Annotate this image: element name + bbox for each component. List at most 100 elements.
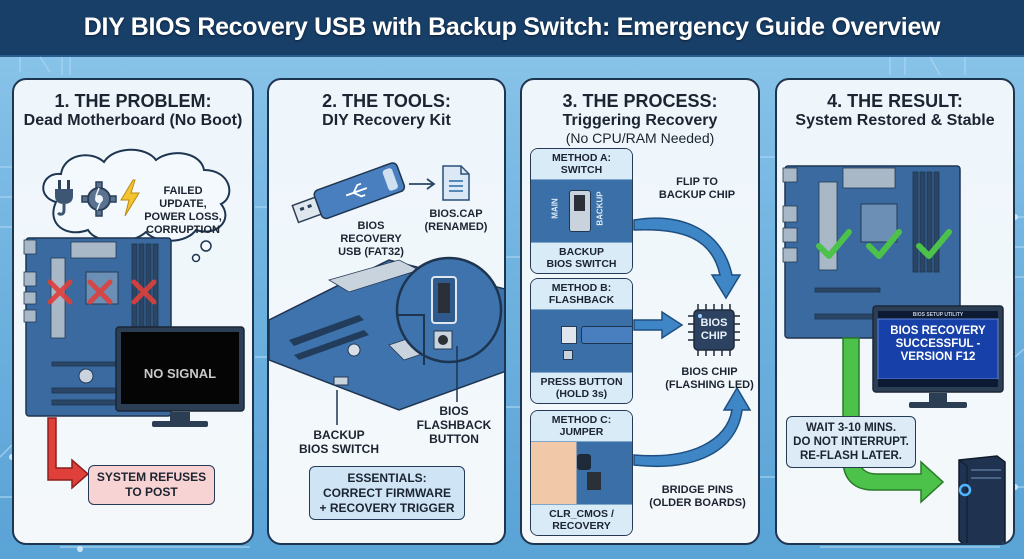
circuit-background xyxy=(0,56,1024,552)
chip-text-line: BIOS xyxy=(700,317,728,329)
flashback-illustration xyxy=(531,310,632,372)
usb-label-line: USB (FAT32) xyxy=(338,246,404,258)
backup-switch-label: BACKUP BIOS SWITCH xyxy=(289,428,389,456)
process-arrows xyxy=(633,217,752,467)
jumper-illustration xyxy=(531,442,632,504)
method-footer-line: BACKUP xyxy=(559,246,604,258)
power-plug-icon xyxy=(55,180,73,216)
monitor xyxy=(115,326,245,427)
red-arrow xyxy=(47,417,90,490)
method-header-line: SWITCH xyxy=(560,164,603,176)
recovery-success-text: BIOS RECOVERY SUCCESSFUL - VERSION F12 xyxy=(878,325,998,364)
panel-subtitle: Triggering Recovery xyxy=(562,112,718,129)
chip-text: BIOS CHIP xyxy=(690,317,738,343)
essentials-line: CORRECT FIRMWARE xyxy=(323,486,451,500)
monitor-line: SUCCESSFUL - xyxy=(895,338,981,350)
zoom-circle xyxy=(395,256,503,365)
system-refuses-post-box: SYSTEM REFUSES TO POST xyxy=(88,465,215,505)
monitor-header-text: BIOS SETUP UTILITY xyxy=(912,312,964,318)
method-footer-line: RECOVERY xyxy=(552,520,611,532)
jumper-pins-icon xyxy=(587,472,601,490)
panel-subtitle: Dead Motherboard (No Boot) xyxy=(23,112,243,129)
method-header-line: FLASHBACK xyxy=(548,294,615,306)
thought-line: CORRUPTION xyxy=(146,224,220,236)
flip-label: FLIP TO BACKUP CHIP xyxy=(642,176,752,202)
method-footer-line: (HOLD 3s) xyxy=(555,388,608,400)
thought-text: FAILED UPDATE, POWER LOSS, CORRUPTION xyxy=(142,185,224,237)
thought-line: POWER LOSS, xyxy=(144,211,222,223)
panel-title: 1. THE PROBLEM: xyxy=(54,91,212,111)
panel-result: 4. THE RESULT: System Restored & Stable … xyxy=(775,78,1015,545)
usb-drive-icon xyxy=(291,162,406,224)
wait-note-box: WAIT 3-10 MINS. DO NOT INTERRUPT. RE-FLA… xyxy=(786,416,916,468)
chip-label-line: BIOS CHIP xyxy=(681,366,738,378)
method-header: METHOD C: JUMPER xyxy=(531,411,632,442)
panel-title: 4. THE RESULT: xyxy=(827,91,963,111)
chip-label-line: (FLASHING LED) xyxy=(665,379,754,391)
note-line: WAIT 3-10 MINS. xyxy=(805,422,897,434)
panel-subtitle: System Restored & Stable xyxy=(795,112,995,129)
method-footer: BACKUP BIOS SWITCH xyxy=(531,242,632,273)
usb-stick-icon xyxy=(581,326,632,344)
method-header-line: METHOD C: xyxy=(551,414,612,426)
method-footer: CLR_CMOS / RECOVERY xyxy=(531,504,632,535)
bios-chip-icon xyxy=(688,304,740,356)
file-icon xyxy=(442,165,470,201)
header-bar: DIY BIOS Recovery USB with Backup Switch… xyxy=(0,0,1024,57)
essentials-line: ESSENTIALS: xyxy=(347,471,427,485)
method-footer-line: PRESS BUTTON xyxy=(540,376,623,388)
callout-lines xyxy=(336,346,458,425)
method-header-line: JUMPER xyxy=(559,426,604,438)
bridge-label-line: BRIDGE PINS xyxy=(661,484,734,496)
flashback-button-label: BIOS FLASHBACK BUTTON xyxy=(409,404,499,446)
arrow-right-icon xyxy=(409,178,436,190)
flashback-button-icon xyxy=(563,350,573,360)
panel-note: (No CPU/RAM Needed) xyxy=(565,130,715,146)
button-label-line: BUTTON xyxy=(429,432,479,446)
usb-label-line: BIOS xyxy=(357,220,385,232)
thought-line: FAILED UPDATE, xyxy=(159,185,207,210)
monitor-line: BIOS RECOVERY xyxy=(890,325,986,337)
error-x-icons xyxy=(47,279,157,305)
switch-illustration: MAIN BACKUP xyxy=(531,180,632,242)
method-footer: PRESS BUTTON (HOLD 3s) xyxy=(531,372,632,403)
panel-title: 2. THE TOOLS: xyxy=(322,91,451,111)
file-label-line: (RENAMED) xyxy=(424,221,488,233)
file-label: BIOS.CAP (RENAMED) xyxy=(411,208,501,234)
switch-label-line: BACKUP xyxy=(313,428,365,442)
flip-label-line: FLIP TO xyxy=(676,176,718,188)
method-c-card: METHOD C: JUMPER CLR_CMOS / RECOVERY xyxy=(530,410,633,536)
essentials-line: + RECOVERY TRIGGER xyxy=(319,501,455,515)
monitor xyxy=(872,305,1004,408)
panel-title: 3. THE PROCESS: xyxy=(562,91,718,111)
jumper-cap-icon xyxy=(577,454,591,470)
note-line: DO NOT INTERRUPT. xyxy=(793,436,909,448)
button-label-line: BIOS xyxy=(439,404,469,418)
flip-label-line: BACKUP CHIP xyxy=(658,189,736,201)
result-line: SYSTEM REFUSES xyxy=(96,470,207,484)
broken-gear-icon xyxy=(81,181,117,217)
panel-tools: 2. THE TOOLS: DIY Recovery Kit BIOS.CAP … xyxy=(267,78,506,545)
usb-label-line: RECOVERY xyxy=(340,233,402,245)
method-footer-line: CLR_CMOS / xyxy=(549,508,614,520)
monitor-line: VERSION F12 xyxy=(900,351,976,363)
method-header: METHOD A: SWITCH xyxy=(531,149,632,180)
chip-label: BIOS CHIP (FLASHING LED) xyxy=(657,366,758,392)
method-header: METHOD B: FLASHBACK xyxy=(531,279,632,310)
no-signal-text: NO SIGNAL xyxy=(143,366,217,381)
note-line: RE-FLASH LATER. xyxy=(799,450,902,462)
success-check-icons xyxy=(816,229,952,259)
method-header-line: METHOD B: xyxy=(551,282,612,294)
bridge-label: BRIDGE PINS (OLDER BOARDS) xyxy=(640,484,755,510)
method-header-line: METHOD A: xyxy=(551,152,612,164)
essentials-box: ESSENTIALS: CORRECT FIRMWARE + RECOVERY … xyxy=(309,466,465,520)
bridge-label-line: (OLDER BOARDS) xyxy=(649,497,746,509)
panel-process: 3. THE PROCESS: Triggering Recovery (No … xyxy=(520,78,760,545)
lightning-icon xyxy=(120,179,140,217)
file-label-line: BIOS.CAP xyxy=(429,208,483,220)
method-footer-line: BIOS SWITCH xyxy=(546,258,617,270)
toggle-switch-icon xyxy=(569,190,591,232)
pc-tower-icon xyxy=(958,455,1006,543)
usb-label: BIOS RECOVERY USB (FAT32) xyxy=(331,220,411,259)
panel-problem: 1. THE PROBLEM: Dead Motherboard (No Boo… xyxy=(12,78,254,545)
